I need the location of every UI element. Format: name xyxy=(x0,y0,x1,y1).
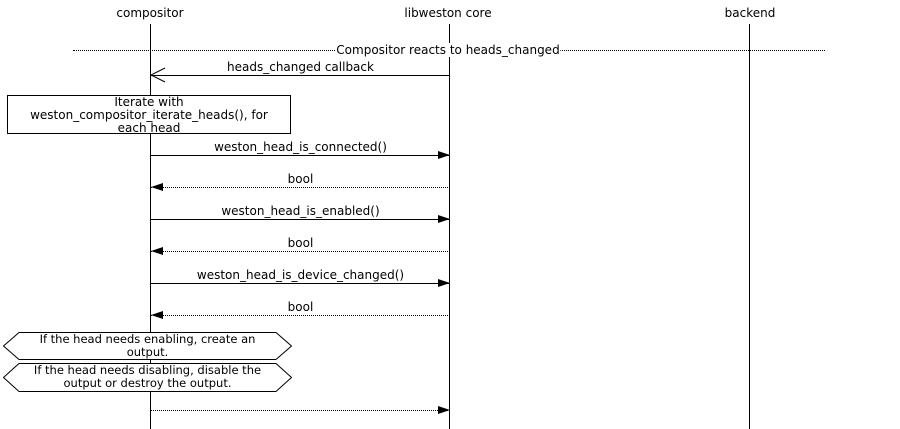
message-label-heads-changed-callback: heads_changed callback xyxy=(227,60,374,74)
message-line xyxy=(151,187,450,188)
hexagon-shape xyxy=(3,363,292,392)
hexagon-note-text: If the head needs enabling, create an ou… xyxy=(39,332,256,359)
participant-label-libweston-core: libweston core xyxy=(404,6,492,20)
message-line xyxy=(151,219,450,220)
note-iterate-heads: Iterate with weston_compositor_iterate_h… xyxy=(7,95,291,135)
message-line xyxy=(151,315,450,316)
arrowhead-right-icon xyxy=(438,279,450,287)
arrowhead-left-icon xyxy=(151,311,163,319)
arrowhead-right-icon xyxy=(438,406,450,414)
message-label-bool-1: bool xyxy=(287,172,314,186)
message-line xyxy=(151,410,450,411)
divider-label: Compositor reacts to heads_changed xyxy=(335,43,561,57)
message-label-head-is-connected: weston_head_is_connected() xyxy=(214,140,387,154)
participant-label-compositor: compositor xyxy=(116,6,184,20)
arrowhead-open-left-icon xyxy=(150,67,166,83)
lifeline-libweston-core xyxy=(449,24,450,429)
arrowhead-left-icon xyxy=(151,183,163,191)
message-line xyxy=(151,283,450,284)
message-line xyxy=(151,251,450,252)
hexagon-shape xyxy=(3,332,292,360)
message-label-head-is-enabled: weston_head_is_enabled() xyxy=(221,204,380,218)
lifeline-compositor xyxy=(150,24,151,429)
lifeline-backend xyxy=(749,24,750,429)
message-line xyxy=(151,75,450,76)
arrowhead-right-icon xyxy=(438,151,450,159)
note-head-needs-enabling: If the head needs enabling, create an ou… xyxy=(3,332,292,360)
participant-label-backend: backend xyxy=(724,6,776,20)
arrowhead-left-icon xyxy=(151,247,163,255)
hexagon-note-text: If the head needs disabling, disable the… xyxy=(33,363,262,390)
message-label-head-is-device-changed: weston_head_is_device_changed() xyxy=(196,268,405,282)
message-label-bool-2: bool xyxy=(287,236,314,250)
arrowhead-right-icon xyxy=(438,215,450,223)
message-label-bool-3: bool xyxy=(287,300,314,314)
note-head-needs-disabling: If the head needs disabling, disable the… xyxy=(3,363,292,392)
message-line xyxy=(151,155,450,156)
